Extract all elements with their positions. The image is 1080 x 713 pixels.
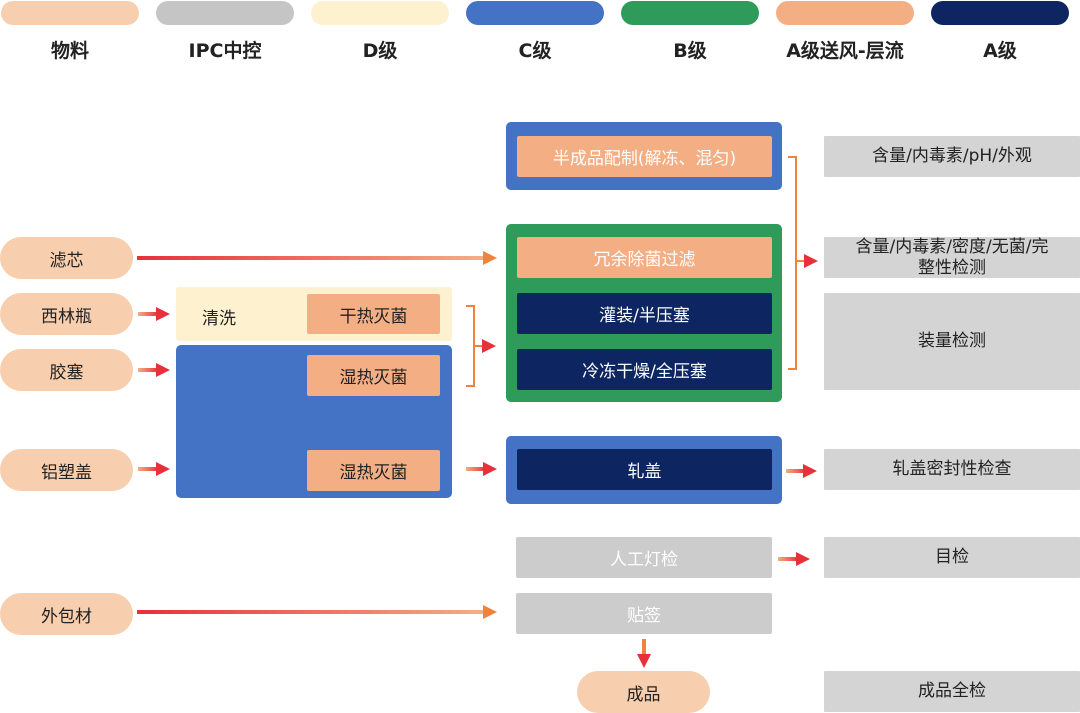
moist-heat-sterilization-stopper-step: 湿热灭菌 [307,355,440,396]
filling-step: 灌装/半压塞 [517,293,772,334]
legend-swatch-grade-b [621,1,759,25]
qc-fill-volume: 装量检测 [824,293,1080,390]
legend-swatch-grade-a [931,1,1069,25]
legend-label-grade-b: B级 [673,40,707,62]
legend-swatch-material [1,1,139,25]
arrow-filter-to-filtration [137,251,497,265]
arrow-outer-pack-to-labeling [137,605,497,619]
arrow-bracket-to-qc-head [804,254,818,268]
qc-compounding-tests: 含量/内毒素/pH/外观 [824,136,1080,177]
arrow-cap-sterilization-to-capping [466,462,497,476]
arrow-bracket-to-filling-head [482,339,496,353]
redundant-filtration-step: 冗余除菌过滤 [517,237,772,278]
qc-filtration-tests: 含量/内毒素/密度/无菌/完整性检测 [824,237,1080,278]
lyophilization-step: 冷冻干燥/全压塞 [517,349,772,390]
labeling-step: 贴签 [516,593,772,634]
compounding-step: 半成品配制(解冻、混匀) [517,136,772,177]
material-cap: 铝塑盖 [0,449,133,491]
qc-cap-seal: 轧盖密封性检查 [824,449,1080,490]
dry-heat-sterilization-step: 干热灭菌 [307,294,440,334]
moist-heat-sterilization-cap-step: 湿热灭菌 [307,450,440,491]
legend-swatch-ipc [156,1,294,25]
arrow-stopper-to-sterilization [138,363,170,377]
arrow-inspection-to-visual-check [778,552,810,566]
material-outer-pack: 外包材 [0,593,133,635]
qc-final-release: 成品全检 [824,671,1080,712]
arrow-capping-to-seal-check [786,464,817,478]
material-stopper: 胶塞 [0,349,133,391]
legend-label-grade-d: D级 [362,40,398,62]
material-vial: 西林瓶 [0,293,133,335]
bracket-process-to-qc [788,156,806,370]
legend-label-material: 物料 [50,40,89,62]
visual-inspection-step: 人工灯检 [516,537,772,578]
legend-label-grade-c: C级 [518,40,552,62]
finished-product: 成品 [577,671,710,713]
capping-step: 轧盖 [517,449,772,490]
qc-visual: 目检 [824,537,1080,578]
legend-label-grade-a-laminar: A级送风-层流 [786,40,904,62]
wash-step: 清洗 [202,309,236,329]
legend-label-grade-a: A级 [983,40,1017,62]
arrow-labeling-to-finished-product [637,639,651,668]
arrow-vial-to-wash [138,307,170,321]
legend-label-ipc: IPC中控 [188,40,262,62]
bracket-sterilization-to-filling [466,305,484,387]
legend-swatch-grade-c [466,1,604,25]
legend-swatch-grade-a-laminar [776,1,914,25]
arrow-cap-to-sterilization [138,462,170,476]
legend-swatch-grade-d [311,1,449,25]
material-filter: 滤芯 [0,237,133,279]
